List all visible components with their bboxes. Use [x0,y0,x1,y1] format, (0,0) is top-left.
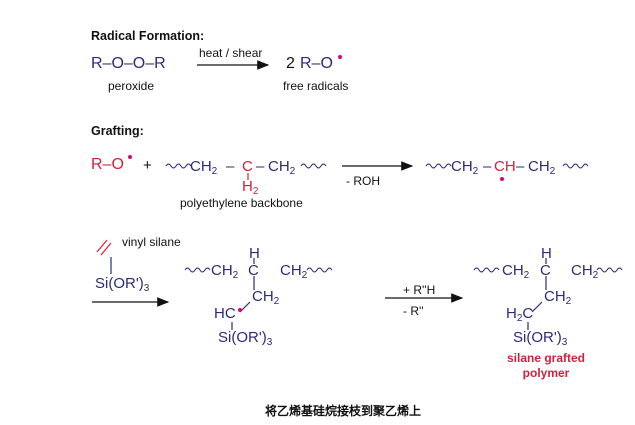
product-ch-radical: CH [494,158,516,175]
radical-dot [338,55,342,59]
wavy-bond-intermediate-right [306,267,333,273]
final-ch2-right: CH2 [571,262,599,281]
free-radicals-label: free radicals [283,79,349,93]
wavy-bond-backbone-left [165,163,192,169]
radical-formula: R–O [300,55,333,72]
grafting-heading: Grafting: [91,124,144,138]
figure-caption: 将乙烯基硅烷接枝到聚乙烯上 [265,404,422,418]
product-ch2-right: CH2 [528,158,556,177]
backbone-bond-1: – [226,158,235,175]
intermediate-silane: Si(OR')3 [218,329,273,348]
intermediate-ch2-right: CH2 [280,262,308,281]
wavy-bond-intermediate-left [184,267,211,273]
wavy-bond-backbone-right [300,163,327,169]
wavy-bond-product-left [425,163,452,169]
alkoxy-radical: R–O [91,156,124,173]
intermediate-h: H [249,245,260,262]
radical-formation-heading: Radical Formation: [91,29,205,43]
intermediate-branch-ch2: CH2 [252,288,280,307]
final-ch2-left: CH2 [502,262,530,281]
peroxide-label: peroxide [108,79,155,93]
plus-sign: + [143,157,152,174]
final-h2c: H2C [506,305,534,324]
reagent-bottom-label: - R'' [403,304,424,318]
wavy-bond-product-right [562,163,589,169]
vinyl-silane-label: vinyl silane [122,235,181,249]
silane-grafted-polymer-label: silane grafted polymer [506,351,586,380]
final-ch2-h2c-bond [531,301,543,313]
backbone-bond-2: – [256,158,265,175]
peroxide-formula: R–O–O–R [91,55,166,72]
product-radical-dot [500,177,504,181]
byproduct-label: - ROH [346,174,380,188]
backbone-carbon: C [242,158,253,175]
vinyl-silane-group: Si(OR')3 [95,275,150,294]
product-ch2-left: CH2 [451,158,479,177]
vinyl-double-bond-b [100,242,112,256]
polyethylene-backbone-label: polyethylene backbone [180,196,303,210]
backbone-h2: H2 [242,178,259,197]
wavy-bond-final-right [596,267,623,273]
intermediate-carbon: C [248,262,259,279]
final-carbon: C [540,262,551,279]
alkoxy-radical-dot [128,155,132,159]
backbone-ch2-right: CH2 [268,158,296,177]
product-bond-2: – [516,158,525,175]
coefficient: 2 [286,55,295,72]
intermediate-hc-radical: HC [214,305,236,322]
intermediate-radical-dot [238,308,242,312]
product-bond-1: – [483,158,492,175]
backbone-ch2-left: CH2 [190,158,218,177]
intermediate-ch2-left: CH2 [211,262,239,281]
wavy-bond-final-left [473,267,500,273]
vinyl-double-bond-a [96,239,108,253]
final-h: H [541,245,552,262]
condition-label: heat / shear [199,46,263,60]
final-branch-ch2: CH2 [544,288,572,307]
final-silane: Si(OR')3 [513,329,568,348]
reagent-top-label: + R''H [403,283,436,297]
